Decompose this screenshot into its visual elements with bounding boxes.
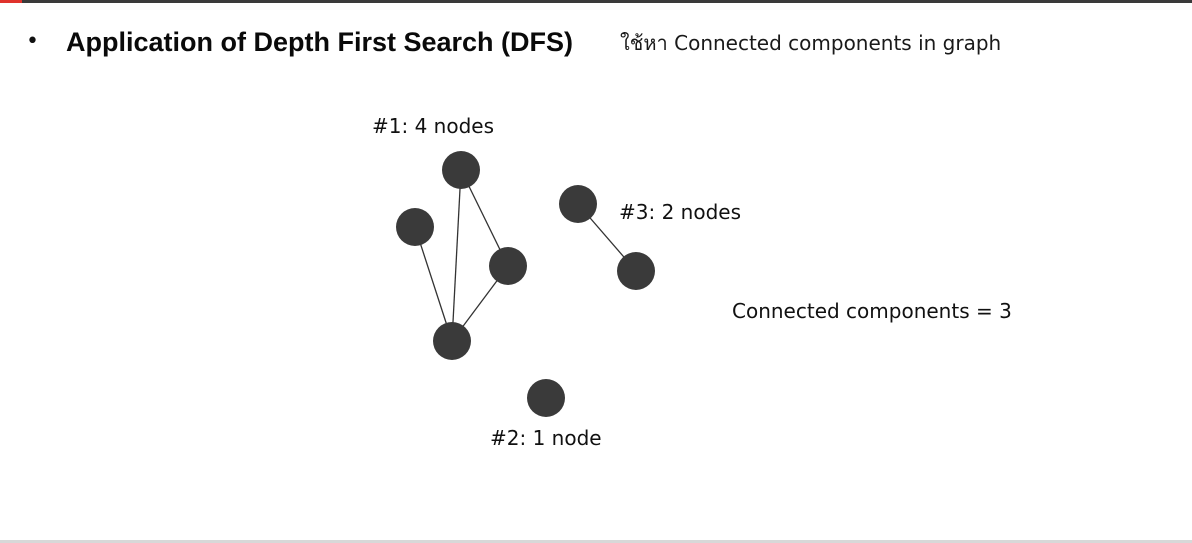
graph-node-c (489, 247, 527, 285)
graph-node-g (617, 252, 655, 290)
graph-node-a (442, 151, 480, 189)
graph-node-e (527, 379, 565, 417)
component-2-label: #2: 1 node (490, 426, 602, 450)
top-accent-bar (0, 0, 22, 3)
edge-a-b (451, 169, 462, 342)
graph-node-d (433, 322, 471, 360)
slide-heading: Application of Depth First Search (DFS) (66, 27, 574, 57)
slide-subheading: ใช้หา Connected components in graph (620, 31, 1002, 55)
bottom-rule (0, 540, 1192, 543)
graph-node-b (396, 208, 434, 246)
top-rule (0, 0, 1192, 3)
components-count-label: Connected components = 3 (732, 299, 1012, 323)
component-3-label: #3: 2 nodes (619, 200, 741, 224)
graph-node-f (559, 185, 597, 223)
edge-b-d (414, 226, 453, 342)
component-1-label: #1: 4 nodes (372, 114, 494, 138)
bullet-point: • (26, 29, 39, 54)
